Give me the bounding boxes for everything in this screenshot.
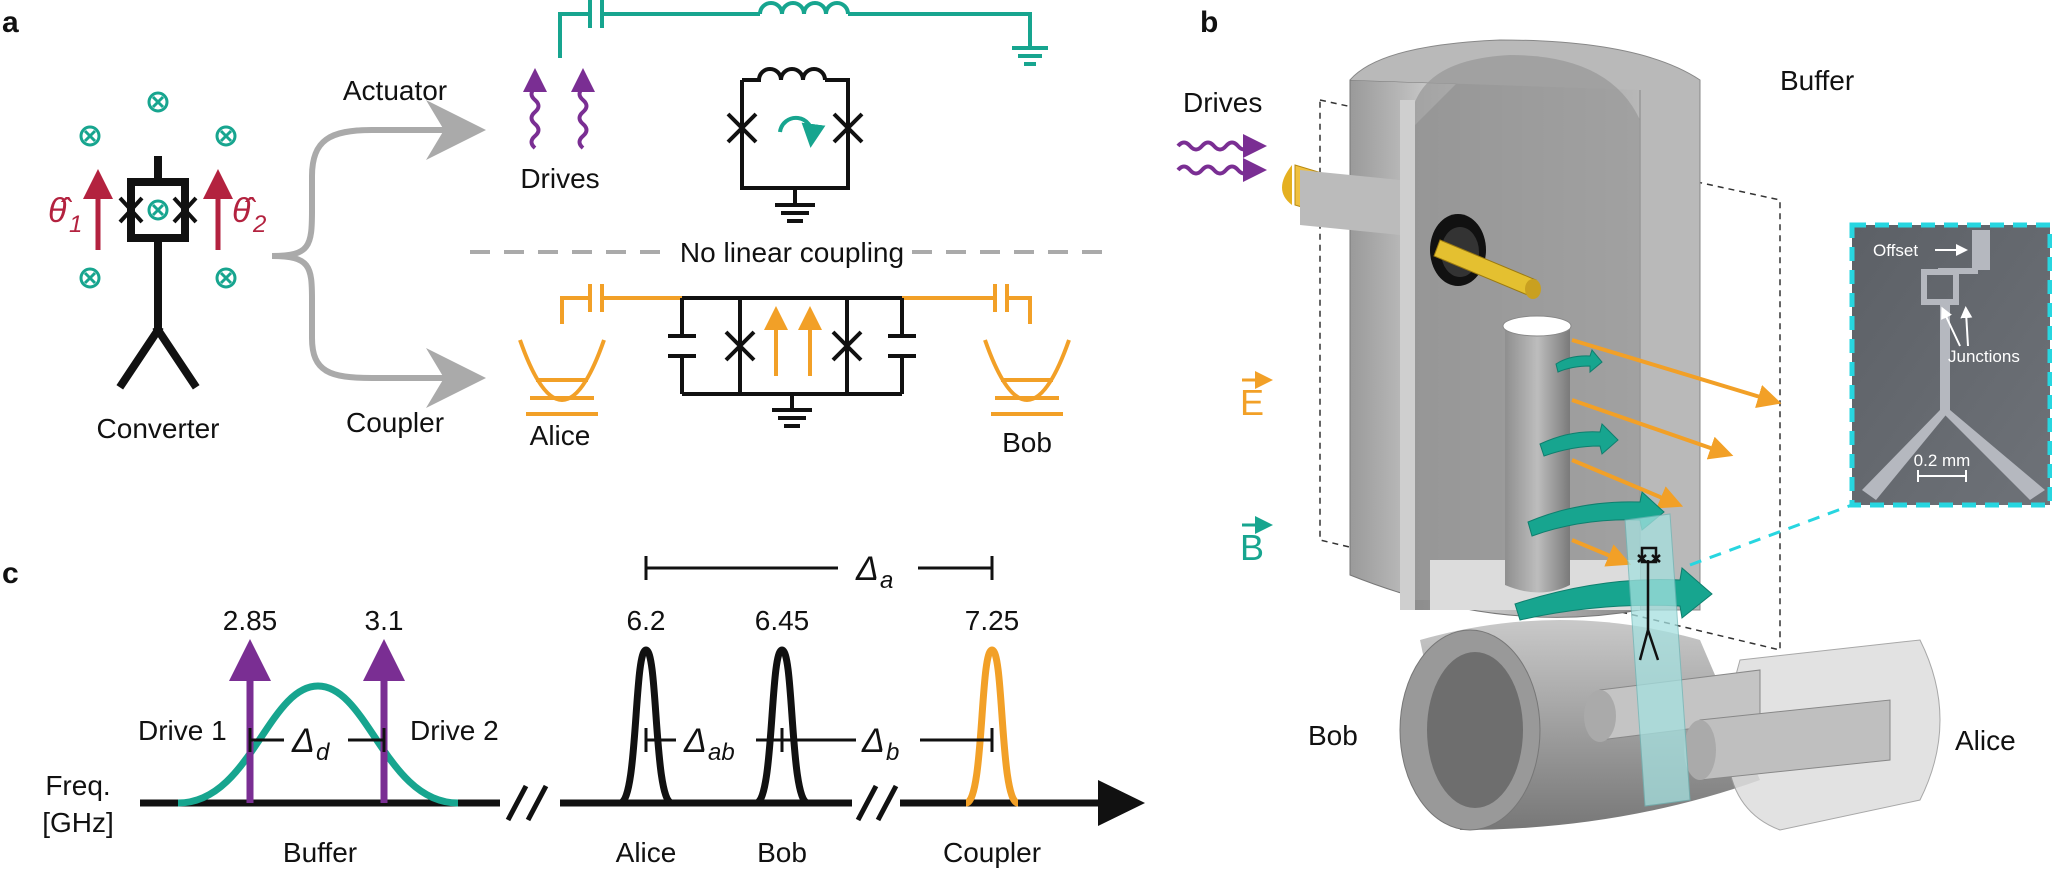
panel-label-c: c — [2, 557, 19, 590]
delta-d-symbol: Δ — [291, 722, 315, 760]
delta-a-subscript: a — [880, 567, 893, 594]
delta-d-subscript: d — [316, 739, 330, 766]
group-label-alice: Alice — [616, 837, 677, 868]
group-label-bob: Bob — [757, 837, 807, 868]
drive-waves-b — [1176, 134, 1267, 182]
current-loop-arrow — [778, 115, 826, 148]
e-field-label: E — [1240, 382, 1264, 423]
e-field-arrows — [1571, 338, 1782, 567]
b-field-label: B — [1240, 527, 1264, 568]
chip — [1624, 513, 1691, 807]
axis-label-freq: Freq. — [45, 770, 110, 801]
frequency-axis — [140, 780, 1145, 826]
bob-label-a: Bob — [1002, 427, 1052, 458]
actuator-circuit: Drives — [520, 0, 1048, 223]
freq-label-drive2: 3.1 — [365, 605, 404, 636]
coupler-current-arrows — [764, 306, 822, 376]
drives-label-a: Drives — [520, 163, 599, 194]
actuator-loop — [726, 67, 864, 223]
group-label-coupler: Coupler — [943, 837, 1041, 868]
inset-leader — [1689, 503, 1853, 567]
inset-offset-label: Offset — [1873, 241, 1918, 260]
orange-lines — [518, 284, 1071, 416]
freq-label-bob: 6.45 — [755, 605, 810, 636]
theta2-subscript: 2 — [252, 211, 266, 238]
freq-label-drive1: 2.85 — [223, 605, 278, 636]
drive2-label: Drive 2 — [410, 715, 499, 746]
divider-label-bg — [672, 234, 908, 270]
freq-label-coupler: 7.25 — [965, 605, 1020, 636]
teal-line — [558, 0, 1048, 66]
panel-c: c Freq. [GHz] 2.85 3.1 6.2 6.45 7.25 Dri… — [2, 550, 1145, 868]
delta-ab-subscript: ab — [708, 739, 735, 766]
coupler-circuit: Alice Bob — [518, 284, 1071, 458]
sem-inset: Offset Junctions 0.2 mm — [1849, 222, 2052, 508]
delta-a-symbol: Δ — [855, 550, 879, 588]
group-label-buffer: Buffer — [283, 837, 357, 868]
inset-junctions-label: Junctions — [1948, 347, 2020, 366]
converter-label: Converter — [97, 413, 220, 444]
axis-label-unit: [GHz] — [42, 807, 114, 838]
bob-peak — [754, 646, 810, 807]
theta1-subscript: 1 — [69, 211, 82, 238]
drives-label-b: Drives — [1183, 87, 1262, 118]
panel-a: a θ̂ — [2, 0, 1110, 458]
alice-label-a: Alice — [530, 420, 591, 451]
buffer-peak — [177, 682, 459, 807]
coupler-peak — [964, 646, 1020, 807]
actuator-label: Actuator — [343, 75, 447, 106]
bob-label-b: Bob — [1308, 720, 1358, 751]
center-pin — [1502, 315, 1572, 593]
panel-label-b: b — [1200, 6, 1218, 39]
split-arrows — [271, 100, 486, 408]
panel-b: b Drives Buffer — [1176, 6, 2052, 831]
delta-b-subscript: b — [886, 739, 899, 766]
no-linear-coupling-label: No linear coupling — [680, 237, 904, 268]
drive-waves-a — [523, 68, 595, 150]
delta-b-symbol: Δ — [861, 722, 885, 760]
inset-scale-label: 0.2 mm — [1914, 451, 1971, 470]
coupler-label: Coupler — [346, 407, 444, 438]
stick-body — [116, 156, 200, 390]
buffer-label: Buffer — [1780, 65, 1854, 96]
coupler-network — [668, 296, 916, 428]
delta-ab-symbol: Δ — [683, 722, 707, 760]
drive-pin — [1282, 164, 1541, 299]
panel-label-a: a — [2, 6, 19, 39]
freq-label-alice: 6.2 — [627, 605, 666, 636]
delta-brackets — [248, 556, 994, 752]
flux-markers — [79, 91, 237, 289]
alice-label-b: Alice — [1955, 725, 2016, 756]
alice-peak — [618, 646, 674, 807]
mode-cavity — [1399, 620, 1941, 831]
junction-crosses — [118, 196, 198, 224]
converter-figure: θ̂ 1 θ̂ 2 Converter — [48, 91, 266, 444]
drive1-label: Drive 1 — [138, 715, 227, 746]
